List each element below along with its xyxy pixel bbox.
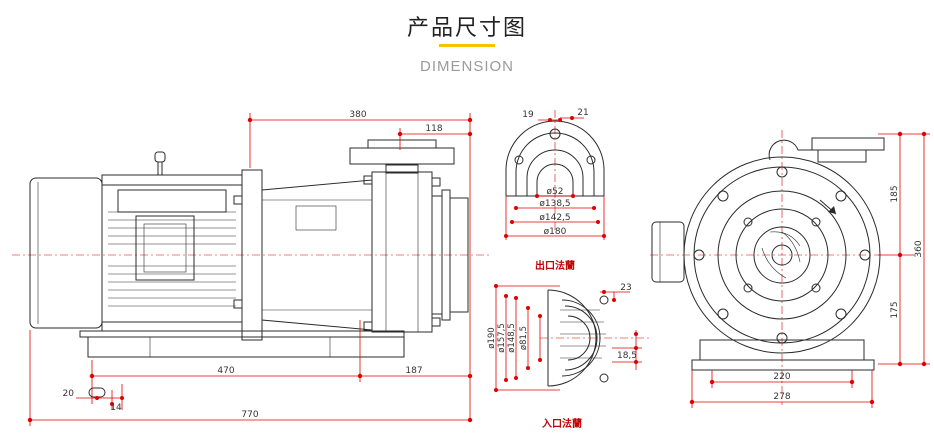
outlet-flange-view: 19 21 ø52 ø138,5 ø142,5 ø180 出口法蘭 (504, 108, 606, 272)
dim-770: 770 (241, 410, 258, 420)
dim-outlet-180: ø180 (544, 227, 567, 237)
front-view: 185 175 360 220 278 (650, 130, 930, 408)
dim-outlet-138: ø138,5 (539, 199, 570, 209)
dim-outlet-21: 21 (577, 108, 588, 118)
dim-inlet-148: ø148,5 (507, 323, 517, 353)
dim-outlet-142: ø142,5 (539, 213, 570, 223)
title-underline (439, 44, 495, 47)
dim-inlet-190: ø190 (487, 327, 497, 348)
dim-187: 187 (405, 366, 422, 376)
dim-front-360: 360 (914, 240, 924, 257)
dim-14: 14 (110, 403, 122, 413)
dim-front-278: 278 (773, 392, 790, 402)
side-view: 380 118 470 187 20 14 770 (12, 110, 490, 426)
dim-118: 118 (425, 124, 442, 134)
dim-380: 380 (349, 110, 366, 120)
dim-front-185: 185 (890, 185, 900, 202)
dim-front-175: 175 (890, 301, 900, 318)
dim-inlet-18-5: 18,5 (617, 351, 637, 361)
dim-20: 20 (63, 389, 75, 399)
dim-inlet-157: ø157,5 (497, 323, 507, 353)
dim-470: 470 (217, 366, 234, 376)
dim-front-220: 220 (773, 372, 790, 382)
dim-outlet-52: ø52 (547, 187, 564, 197)
page-title: 产品尺寸图 (406, 16, 527, 41)
inlet-flange-caption: 入口法蘭 (542, 417, 582, 430)
dim-inlet-23: 23 (620, 283, 631, 293)
outlet-flange-caption: 出口法蘭 (535, 259, 575, 272)
page-subtitle: DIMENSION (419, 58, 514, 75)
dim-outlet-19: 19 (522, 110, 534, 120)
inlet-flange-view: ø190 ø157,5 ø148,5 ø81,5 23 18,5 入口法蘭 (487, 283, 650, 430)
dim-inlet-81: ø81,5 (519, 326, 529, 350)
